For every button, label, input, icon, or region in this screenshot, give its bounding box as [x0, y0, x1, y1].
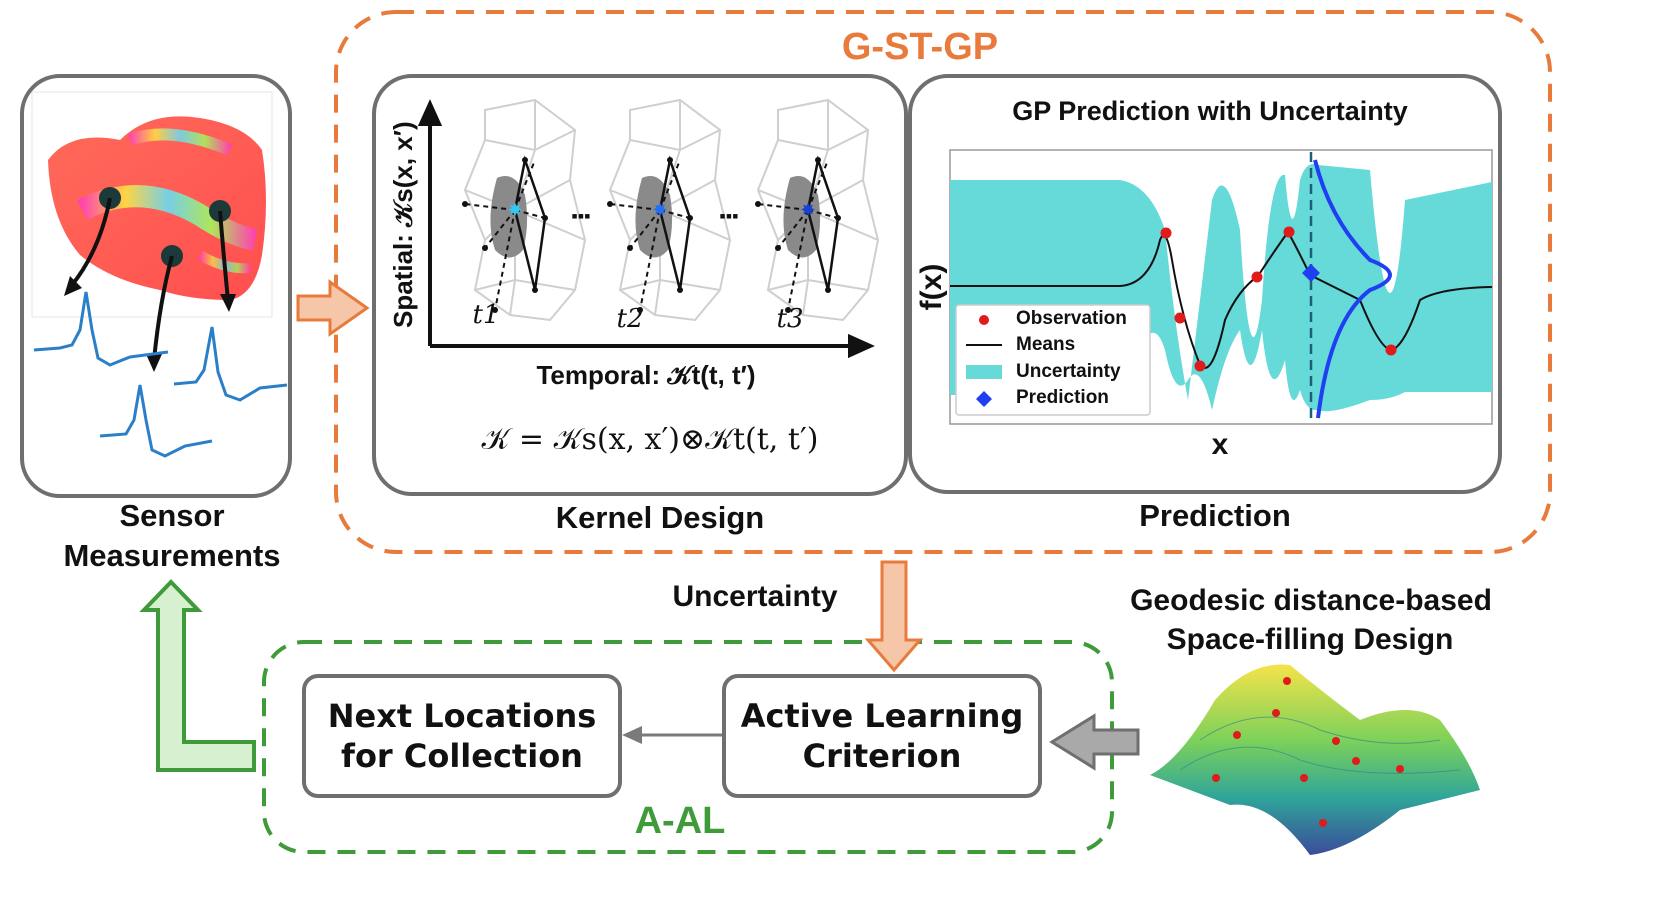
criterion-label: Active Learning Criterion [740, 697, 1024, 775]
legend-prediction: Prediction [1016, 387, 1109, 408]
gp-y-axis-label: f(x) [915, 263, 948, 311]
next-locations-box: Next Locations for Collection [302, 674, 622, 798]
kernel-y-axis-label: Spatial: 𝒦s(x, x′) [388, 121, 418, 328]
mesh-t3: ✸ [755, 98, 880, 322]
arrow-spacefill-to-criterion [1049, 713, 1140, 771]
kernel-axes [417, 99, 875, 359]
legend-means: Means [1016, 334, 1076, 355]
ellipsis-2: ▪▪▪ [719, 206, 739, 226]
time-label-t3: t3 [776, 304, 804, 334]
space-filling-line1: Geodesic distance-based [1130, 584, 1492, 617]
gp-plot [949, 149, 1493, 425]
uncertainty-flow-label: Uncertainty [672, 580, 838, 613]
next-locations-label: Next Locations for Collection [327, 697, 597, 775]
prediction-panel [908, 74, 1502, 494]
arrow-feedback-green [139, 579, 256, 772]
aal-title: A-AL [634, 800, 726, 842]
heart-map-graphic [31, 91, 273, 372]
legend-observation: Observation [1016, 308, 1127, 329]
kernel-formula: 𝒦 = 𝒦s(x, x′)⊗𝒦t(t, t′) [481, 422, 819, 457]
kernel-x-axis-label: Temporal: 𝒦t(t, t′) [536, 360, 756, 390]
svg-text:✸: ✸ [652, 200, 667, 220]
space-filling-line2: Space-filling Design [1166, 623, 1454, 656]
arrow-sensor-to-kernel [296, 279, 370, 337]
prediction-density [1313, 159, 1392, 419]
mesh-t1: ✸ [462, 98, 587, 322]
prediction-caption: Prediction [1139, 498, 1291, 533]
svg-text:✸: ✸ [800, 200, 815, 220]
arrow-uncertainty-down [864, 560, 924, 673]
gstgp-group-border [334, 10, 1552, 554]
mesh-t2: ✸ [607, 98, 732, 322]
gstgp-title: G-ST-GP [841, 26, 999, 68]
space-filling-surface [1150, 664, 1480, 855]
time-label-t2: t2 [616, 304, 644, 334]
svg-text:✸: ✸ [507, 200, 522, 220]
sensor-caption-line1: Sensor [119, 498, 225, 533]
ellipsis-1: ▪▪▪ [571, 206, 591, 226]
time-label-t1: t1 [472, 300, 500, 330]
signal-traces [33, 291, 288, 458]
kernel-panel [372, 74, 908, 496]
sensor-caption-line2: Measurements [63, 538, 281, 573]
active-learning-criterion-box: Active Learning Criterion [722, 674, 1042, 798]
gp-plot-title: GP Prediction with Uncertainty [1012, 96, 1408, 126]
gp-x-axis-label: x [1211, 428, 1229, 461]
sensor-panel [20, 74, 292, 498]
kernel-caption: Kernel Design [555, 500, 765, 535]
legend-uncertainty: Uncertainty [1016, 361, 1121, 382]
